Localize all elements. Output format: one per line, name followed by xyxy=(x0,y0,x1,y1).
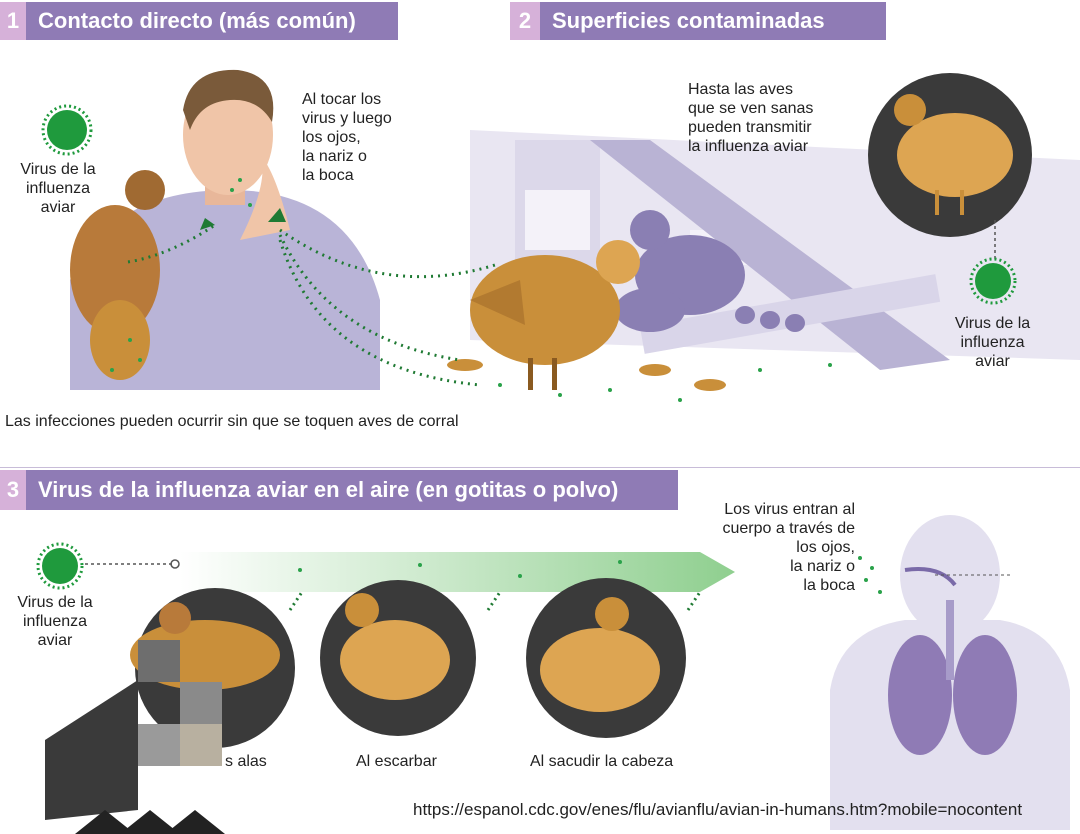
section-1-title: Contacto directo (más común) xyxy=(26,2,398,40)
infections-footnote: Las infecciones pueden ocurrir sin que s… xyxy=(5,413,459,430)
healthy-birds-label: Hasta las aves que se ven sanas pueden t… xyxy=(688,81,814,155)
touch-label: Al tocar los virus y luego los ojos, la … xyxy=(302,91,392,184)
virus-label-3: Virus de la influenza aviar xyxy=(17,594,93,649)
corner-decoration xyxy=(45,640,225,834)
source-url[interactable]: https://espanol.cdc.gov/enes/flu/avianfl… xyxy=(413,800,1023,819)
virus-droplets-3 xyxy=(298,556,882,594)
caption-wings: s alas xyxy=(225,753,267,770)
section-1-number: 1 xyxy=(0,2,26,40)
transmission-paths xyxy=(127,223,496,387)
caption-head-shaking: Al sacudir la cabeza xyxy=(530,753,674,770)
entry-label: Los virus entran al cuerpo a través de l… xyxy=(722,501,855,594)
section-2-title: Superficies contaminadas xyxy=(540,2,886,40)
virus-label-1: Virus de la influenza aviar xyxy=(20,161,96,216)
air-arrows xyxy=(288,591,702,611)
illustration-bottom xyxy=(36,515,1070,834)
held-chicken xyxy=(70,170,165,380)
caption-scratching: Al escarbar xyxy=(356,753,437,770)
section-3-title: Virus de la influenza aviar en el aire (… xyxy=(26,470,678,510)
human-airway-illustration xyxy=(830,515,1070,830)
background-hens xyxy=(615,210,805,332)
virus-icon xyxy=(41,104,93,156)
section-divider xyxy=(0,467,1080,468)
healthy-chicken-circle xyxy=(868,73,1032,237)
virus-icon-3 xyxy=(36,542,84,590)
airborne-band xyxy=(180,552,735,592)
virus-label-2: Virus de la influenza aviar xyxy=(954,315,1031,370)
illustration-top xyxy=(41,69,1080,402)
main-chicken xyxy=(470,240,640,390)
section-3-number: 3 xyxy=(0,470,26,510)
virus-droplets xyxy=(110,178,832,402)
head-shaking-circle xyxy=(526,578,686,738)
section-2-number: 2 xyxy=(510,2,540,40)
arrow-heads xyxy=(200,208,286,230)
virus-icon-2 xyxy=(969,257,1017,305)
scratching-circle xyxy=(320,580,476,736)
feathers xyxy=(447,359,726,391)
